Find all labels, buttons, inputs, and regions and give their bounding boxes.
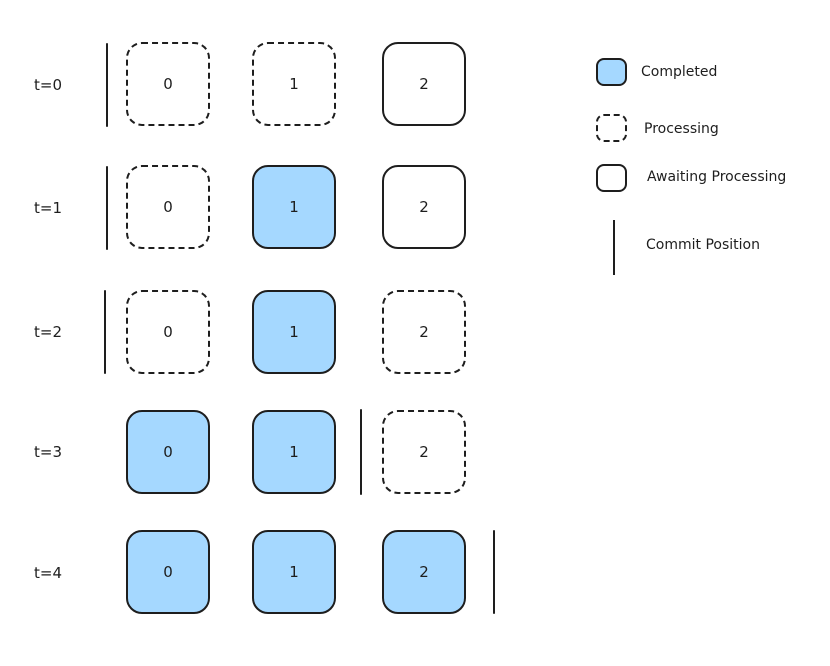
partition-box-t3-1: 1 (252, 410, 336, 494)
row-label-t1: t=1 (34, 199, 62, 217)
partition-box-t0-2: 2 (382, 42, 466, 126)
partition-box-t2-1: 1 (252, 290, 336, 374)
commit-position-line-t0 (106, 43, 108, 127)
row-label-t0: t=0 (34, 76, 62, 94)
partition-box-t1-0: 0 (126, 165, 210, 249)
commit-position-line-t4 (493, 530, 495, 614)
partition-box-t4-2: 2 (382, 530, 466, 614)
commit-position-line-t2 (104, 290, 106, 374)
partition-box-t0-1: 1 (252, 42, 336, 126)
partition-box-t0-0: 0 (126, 42, 210, 126)
partition-box-t3-2: 2 (382, 410, 466, 494)
partition-box-t3-0: 0 (126, 410, 210, 494)
row-label-t4: t=4 (34, 564, 62, 582)
legend-completed-label: Completed (641, 64, 718, 80)
partition-box-t2-0: 0 (126, 290, 210, 374)
legend-completed-swatch (596, 58, 627, 86)
row-label-t3: t=3 (34, 443, 62, 461)
legend-awaiting-label: Awaiting Processing (647, 169, 787, 185)
legend-processing-label: Processing (644, 121, 719, 137)
legend-awaiting-swatch (596, 164, 627, 192)
legend-commit-label: Commit Position (646, 237, 760, 253)
commit-position-line-t1 (106, 166, 108, 250)
partition-box-t4-0: 0 (126, 530, 210, 614)
legend-commit-swatch (613, 220, 615, 275)
row-label-t2: t=2 (34, 323, 62, 341)
partition-box-t2-2: 2 (382, 290, 466, 374)
partition-box-t1-2: 2 (382, 165, 466, 249)
partition-box-t1-1: 1 (252, 165, 336, 249)
partition-box-t4-1: 1 (252, 530, 336, 614)
commit-position-line-t3 (360, 409, 362, 495)
legend-processing-swatch (596, 114, 627, 142)
